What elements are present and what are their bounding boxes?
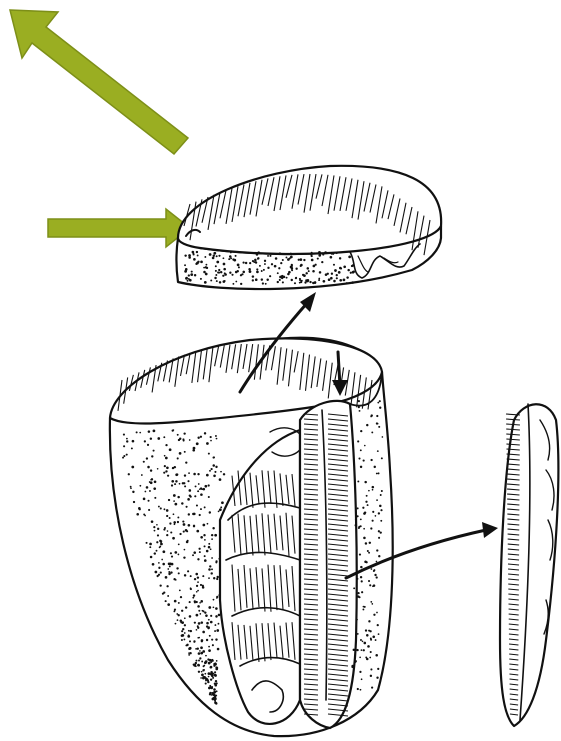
- horizontal-arrow: [48, 209, 190, 247]
- core-tablet: [177, 166, 442, 289]
- blade-flake: [500, 404, 558, 726]
- blade-scar-strip: [300, 401, 357, 728]
- diagonal-arrow: [10, 10, 188, 154]
- annotation-arrows: [10, 10, 190, 247]
- core: [110, 338, 393, 736]
